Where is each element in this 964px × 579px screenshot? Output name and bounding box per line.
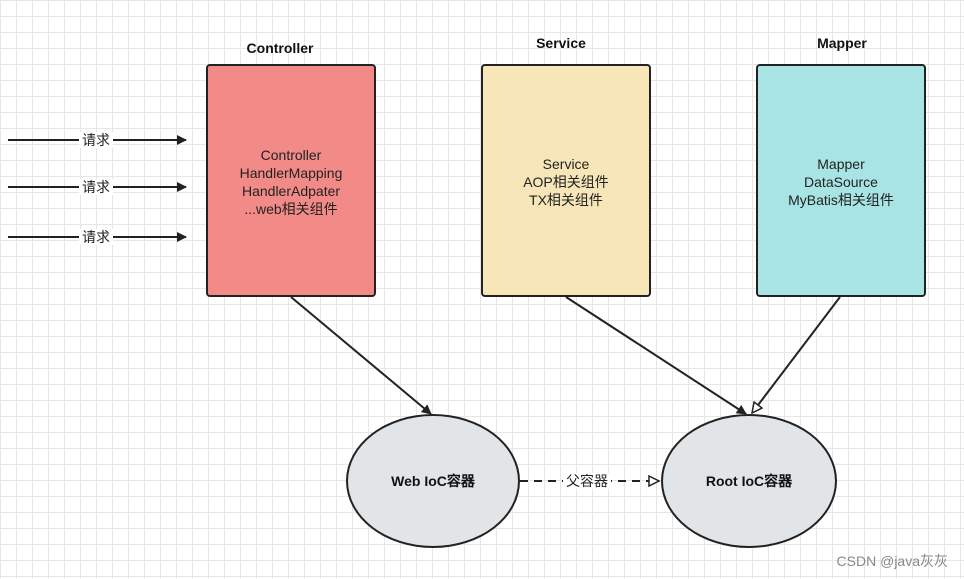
controller-line-2: HandlerMapping (239, 165, 343, 181)
request-label-2: 请求 (79, 179, 113, 195)
service-box-text: Service AOP相关组件 TX相关组件 (483, 155, 649, 209)
controller-to-web-arrow (290, 296, 432, 415)
root-ioc-container[interactable]: Root IoC容器 (661, 414, 837, 548)
request-label-1: 请求 (79, 132, 113, 148)
service-line-2: AOP相关组件 (523, 174, 609, 190)
web-ioc-container[interactable]: Web IoC容器 (346, 414, 520, 548)
service-line-1: Service (542, 156, 590, 172)
service-box[interactable]: Service AOP相关组件 TX相关组件 (481, 64, 651, 297)
mapper-title: Mapper (817, 35, 867, 51)
mapper-line-3: MyBatis相关组件 (788, 192, 894, 208)
controller-box[interactable]: Controller HandlerMapping HandlerAdpater… (206, 64, 376, 297)
parent-container-label: 父容器 (563, 473, 611, 489)
mapper-line-2: DataSource (804, 174, 878, 190)
mapper-box[interactable]: Mapper DataSource MyBatis相关组件 (756, 64, 926, 297)
watermark: CSDN @java灰灰 (836, 553, 948, 569)
controller-line-3: HandlerAdpater (241, 183, 341, 199)
controller-line-4: ...web相关组件 (244, 201, 338, 217)
service-to-root-arrow (565, 296, 747, 415)
controller-title: Controller (246, 40, 314, 56)
mapper-to-root-arrow (752, 296, 841, 413)
request-label-3: 请求 (79, 229, 113, 245)
controller-line-1: Controller (260, 147, 322, 163)
service-title: Service (536, 35, 586, 51)
mapper-box-text: Mapper DataSource MyBatis相关组件 (758, 155, 924, 209)
service-line-3: TX相关组件 (529, 192, 603, 208)
mapper-line-1: Mapper (817, 156, 865, 172)
controller-box-text: Controller HandlerMapping HandlerAdpater… (208, 146, 374, 218)
